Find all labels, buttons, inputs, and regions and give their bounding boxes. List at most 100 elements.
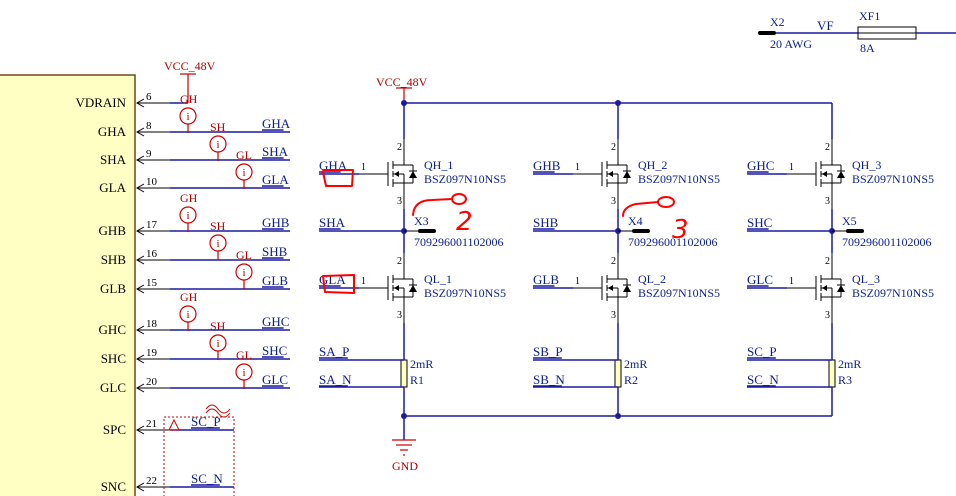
net-label: GLB bbox=[262, 273, 288, 288]
ic-pin-name: GHB bbox=[99, 223, 127, 238]
pin-number: 3 bbox=[397, 196, 402, 207]
net-label: GHC bbox=[747, 158, 774, 173]
pin-arrow bbox=[135, 325, 145, 335]
pin-number: 2 bbox=[825, 142, 830, 153]
net-label: SHC bbox=[262, 343, 287, 358]
probe-label: GL bbox=[236, 348, 252, 362]
probe-circle bbox=[235, 163, 253, 181]
test-probe: iGH bbox=[179, 92, 198, 133]
pin-number: 3 bbox=[825, 196, 830, 207]
probe-label: SH bbox=[210, 120, 226, 134]
probe-circle bbox=[209, 234, 227, 252]
ic-pin-name: SHB bbox=[101, 252, 127, 267]
pin-number: 3 bbox=[397, 310, 402, 321]
probe-icon: i bbox=[186, 210, 189, 222]
connector-value: 20 AWG bbox=[770, 37, 812, 51]
diode-symbol bbox=[623, 285, 631, 292]
net-label: SC_P bbox=[747, 344, 777, 359]
test-probe: i GL bbox=[235, 348, 253, 389]
highlight-box bbox=[322, 274, 355, 294]
ic-pin-name: SHC bbox=[101, 351, 126, 366]
body-arrow bbox=[608, 171, 613, 177]
test-probe: i SH bbox=[209, 120, 227, 161]
pin-arrow bbox=[135, 127, 145, 137]
fet-designator: QL_1 bbox=[424, 272, 452, 286]
ic-pin-name: GHC bbox=[99, 322, 126, 337]
connector-part-number: 709296001102006 bbox=[842, 235, 932, 249]
ic-pin-number: 16 bbox=[146, 248, 158, 260]
probe-icon: i bbox=[216, 139, 219, 151]
net-label: SC_N bbox=[191, 471, 223, 486]
probe-icon: i bbox=[186, 309, 189, 321]
pin-number: 1 bbox=[789, 276, 794, 287]
probe-circle bbox=[209, 334, 227, 352]
net-label: SHC bbox=[747, 215, 772, 230]
pin-number: 1 bbox=[575, 276, 580, 287]
net-label: GHA bbox=[262, 116, 291, 131]
probe-icon: i bbox=[216, 338, 219, 350]
pin-number: 3 bbox=[611, 310, 616, 321]
probe-circle bbox=[179, 206, 197, 224]
net-label: VF bbox=[817, 18, 834, 33]
body-arrow bbox=[822, 171, 827, 177]
pin-number: 3 bbox=[825, 310, 830, 321]
ic-pin-number: 15 bbox=[146, 277, 158, 289]
test-probe: i GH bbox=[179, 191, 198, 232]
annotation-stroke bbox=[622, 201, 659, 217]
fet-part-number: BSZ097N10NS5 bbox=[424, 172, 506, 186]
net-label: SB_N bbox=[533, 372, 565, 387]
fet-part-number: BSZ097N10NS5 bbox=[638, 172, 720, 186]
probe-icon: i bbox=[242, 367, 245, 379]
probe-label: GL bbox=[236, 248, 252, 262]
body-arrow bbox=[608, 285, 613, 291]
pin-number: 2 bbox=[397, 256, 402, 267]
net-label: GLB bbox=[533, 272, 559, 287]
connector-designator: X3 bbox=[414, 214, 429, 228]
pin-arrow bbox=[135, 284, 145, 294]
resistor-designator: R1 bbox=[410, 373, 424, 387]
diode-symbol bbox=[409, 285, 417, 292]
ic-pin-name: SHA bbox=[100, 152, 127, 167]
net-label: SA_N bbox=[319, 372, 352, 387]
fet-designator: QH_3 bbox=[852, 158, 881, 172]
probe-circle bbox=[235, 363, 253, 381]
probe-label: SH bbox=[210, 319, 226, 333]
pin-arrow bbox=[135, 98, 145, 108]
net-label: GLC bbox=[262, 372, 288, 387]
connector-part-number: 709296001102006 bbox=[628, 235, 718, 249]
probe-label: GH bbox=[180, 191, 198, 205]
fuse-designator: XF1 bbox=[859, 9, 880, 23]
net-label: GLA bbox=[262, 172, 289, 187]
ic-pin-name: GLB bbox=[100, 281, 126, 296]
pin-arrow bbox=[135, 255, 145, 265]
fet-designator: QL_2 bbox=[638, 272, 666, 286]
pin-arrow bbox=[135, 183, 145, 193]
fuse-value: 8A bbox=[860, 41, 875, 55]
net-label: GHB bbox=[533, 158, 561, 173]
fet-designator: QH_1 bbox=[424, 158, 453, 172]
net-label: GHB bbox=[262, 215, 290, 230]
probe-circle bbox=[179, 305, 197, 323]
fet-part-number: BSZ097N10NS5 bbox=[424, 286, 506, 300]
test-probe: iGH bbox=[179, 290, 198, 331]
net-label: SHA bbox=[319, 215, 346, 230]
connector-designator: X4 bbox=[628, 214, 643, 228]
net-label: SHB bbox=[262, 244, 288, 259]
fet-part-number: BSZ097N10NS5 bbox=[638, 286, 720, 300]
resistor-value: 2mR bbox=[410, 357, 433, 371]
pin-number: 2 bbox=[611, 256, 616, 267]
pin-number: 1 bbox=[361, 276, 366, 287]
ic-pin-number: 17 bbox=[146, 219, 158, 231]
ic-pin-number: 9 bbox=[146, 148, 152, 160]
probe-icon: i bbox=[186, 111, 189, 123]
ic-pin-name: SPC bbox=[103, 422, 126, 437]
differential-pair-icon bbox=[205, 404, 231, 418]
ic-pin-number: 21 bbox=[146, 418, 157, 430]
